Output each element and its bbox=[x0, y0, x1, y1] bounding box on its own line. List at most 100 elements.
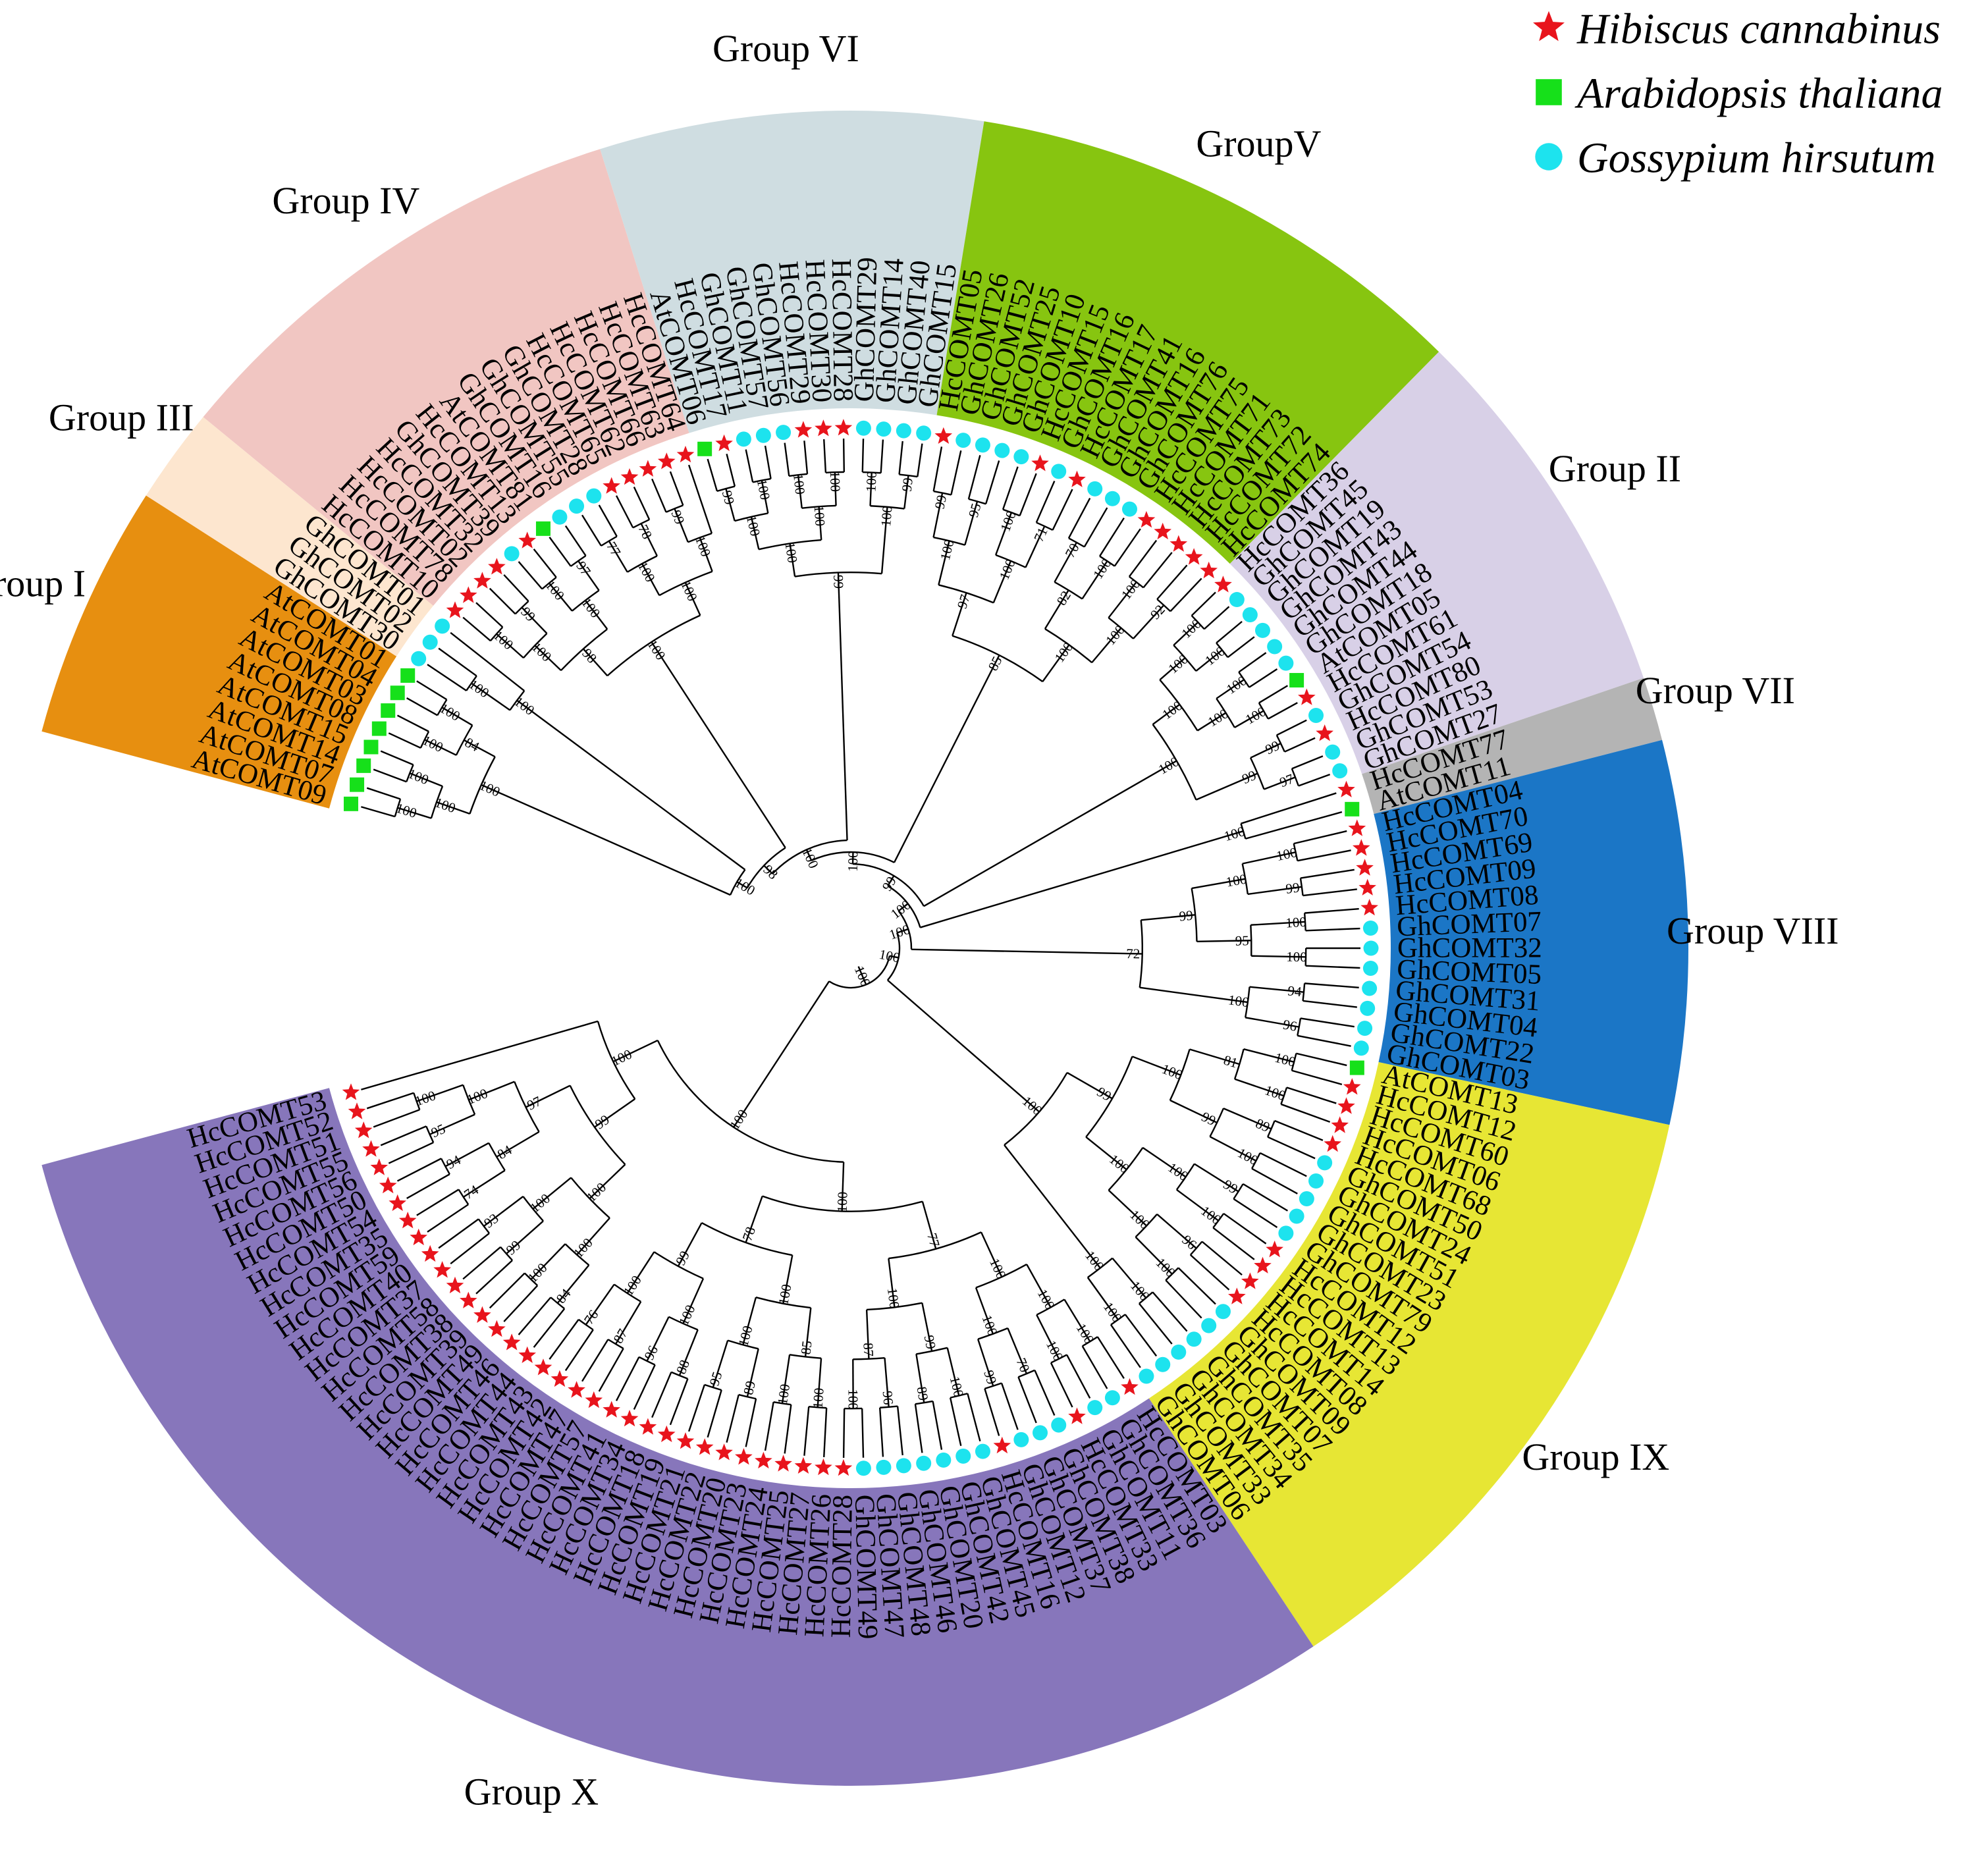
sector-group-i bbox=[41, 495, 397, 809]
species-marker-star bbox=[1254, 1256, 1272, 1273]
species-marker-square bbox=[356, 758, 371, 773]
species-marker-circle bbox=[411, 651, 427, 666]
leaf-label: HcCOMT30 bbox=[799, 259, 837, 404]
bootstrap-value: 100 bbox=[799, 845, 822, 871]
species-marker-star bbox=[488, 558, 506, 575]
group-label-group-vi: Group VI bbox=[712, 27, 859, 70]
species-marker-star bbox=[603, 1401, 620, 1418]
bootstrap-value: 100 bbox=[774, 1383, 793, 1406]
sector-group-iv bbox=[203, 149, 689, 606]
bootstrap-value: 100 bbox=[1273, 1050, 1297, 1070]
bootstrap-value: 100 bbox=[1235, 1144, 1261, 1168]
species-marker-star bbox=[834, 1459, 853, 1476]
species-marker-star bbox=[676, 1432, 695, 1449]
bootstrap-value: 100 bbox=[810, 1387, 827, 1409]
species-marker-circle bbox=[1308, 708, 1324, 724]
bootstrap-value: 100 bbox=[1127, 1278, 1153, 1304]
species-marker-star bbox=[639, 460, 657, 477]
bootstrap-value: 100 bbox=[527, 1191, 553, 1216]
species-marker-circle bbox=[916, 1455, 932, 1471]
species-marker-star bbox=[446, 1276, 464, 1294]
species-marker-star bbox=[354, 1121, 373, 1139]
species-marker-circle bbox=[896, 423, 911, 439]
species-marker-circle bbox=[1051, 464, 1067, 479]
species-marker-star bbox=[1360, 899, 1378, 916]
group-label-group-ii: Group II bbox=[1549, 447, 1681, 490]
species-marker-star bbox=[502, 1333, 521, 1351]
bootstrap-value: 100 bbox=[1082, 1248, 1107, 1274]
species-marker-star bbox=[774, 1455, 792, 1472]
bootstrap-value: 100 bbox=[635, 559, 658, 585]
species-marker-star bbox=[1337, 1097, 1355, 1114]
species-marker-star bbox=[934, 427, 953, 444]
bootstrap-value: 100 bbox=[1225, 871, 1248, 890]
leaf-label: GhCOMT29 bbox=[849, 257, 883, 402]
species-marker-circle bbox=[1278, 655, 1294, 671]
species-marker-star bbox=[1068, 1407, 1086, 1424]
bootstrap-value: 100 bbox=[1222, 823, 1247, 844]
group-sectors bbox=[41, 111, 1689, 1786]
species-marker-star bbox=[1353, 839, 1370, 856]
bootstrap-value: 100 bbox=[1165, 1160, 1191, 1185]
species-marker-star bbox=[603, 477, 620, 494]
leaf-label: HcCOMT26 bbox=[799, 1493, 837, 1638]
species-marker-star bbox=[348, 1102, 366, 1119]
leaf-label: GhCOMT07 bbox=[1396, 906, 1542, 942]
species-marker-circle bbox=[1051, 1417, 1067, 1433]
species-marker-circle bbox=[876, 1459, 892, 1475]
species-marker-star bbox=[1137, 511, 1156, 528]
species-marker-star bbox=[473, 1306, 491, 1323]
species-marker-star bbox=[1121, 1378, 1139, 1395]
bootstrap-value: 81 bbox=[1222, 1052, 1239, 1071]
species-marker-star bbox=[794, 421, 813, 438]
species-marker-circle bbox=[1242, 607, 1258, 623]
bootstrap-value: 100 bbox=[845, 851, 861, 872]
species-marker-circle bbox=[1033, 1425, 1048, 1441]
bootstrap-value: 100 bbox=[420, 732, 446, 755]
species-marker-circle bbox=[936, 1452, 952, 1468]
species-marker-star bbox=[551, 1370, 569, 1387]
group-label-groupv: GroupV bbox=[1196, 122, 1321, 165]
bootstrap-value: 100 bbox=[1243, 703, 1268, 728]
bootstrap-value: 100 bbox=[997, 509, 1019, 534]
bootstrap-value: 99 bbox=[830, 575, 847, 589]
species-marker-circle bbox=[994, 442, 1010, 458]
bootstrap-value: 100 bbox=[1286, 949, 1307, 965]
bootstrap-value: 95 bbox=[1235, 932, 1249, 948]
group-label-group-x: Group X bbox=[464, 1771, 599, 1813]
bootstrap-value: 100 bbox=[1275, 844, 1299, 864]
bootstrap-value: 100 bbox=[775, 1283, 794, 1306]
group-label-group-iv: Group IV bbox=[272, 179, 419, 222]
species-marker-star bbox=[834, 419, 853, 436]
species-marker-square bbox=[344, 796, 359, 811]
bootstrap-value: 100 bbox=[1073, 1321, 1098, 1347]
species-marker-star bbox=[1324, 1135, 1341, 1152]
group-label-group-i: Group I bbox=[0, 562, 86, 604]
species-marker-star bbox=[1169, 535, 1188, 552]
species-marker-star bbox=[1214, 576, 1232, 593]
bootstrap-value: 100 bbox=[1090, 556, 1114, 582]
legend-marker-square bbox=[1536, 79, 1562, 105]
species-marker-star bbox=[794, 1457, 813, 1474]
species-marker-circle bbox=[1104, 491, 1120, 506]
bootstrap-value: 100 bbox=[1160, 1061, 1185, 1083]
bootstrap-value: 100 bbox=[878, 946, 901, 966]
species-marker-circle bbox=[1139, 1368, 1154, 1384]
bootstrap-value: 100 bbox=[1202, 643, 1228, 668]
species-marker-circle bbox=[1325, 744, 1341, 760]
leaf-label: HcCOMT28 bbox=[826, 1495, 859, 1638]
species-marker-star bbox=[568, 1381, 585, 1398]
bootstrap-value: 100 bbox=[1106, 1151, 1133, 1176]
bootstrap-value: 100 bbox=[726, 1106, 751, 1132]
species-marker-star bbox=[676, 445, 695, 463]
bootstrap-value: 99 bbox=[899, 477, 916, 493]
bootstrap-value: 100 bbox=[878, 505, 896, 527]
bootstrap-value: 97 bbox=[573, 558, 594, 579]
bootstrap-value: 100 bbox=[884, 1287, 903, 1309]
group-label-group-viii: Group VIII bbox=[1667, 909, 1839, 952]
bootstrap-value: 100 bbox=[620, 1273, 645, 1299]
species-marker-circle bbox=[855, 420, 871, 436]
bootstrap-value: 76 bbox=[581, 1307, 602, 1327]
leaf-label: GhCOMT05 bbox=[1396, 954, 1542, 990]
sector-group-x bbox=[41, 1088, 1314, 1786]
